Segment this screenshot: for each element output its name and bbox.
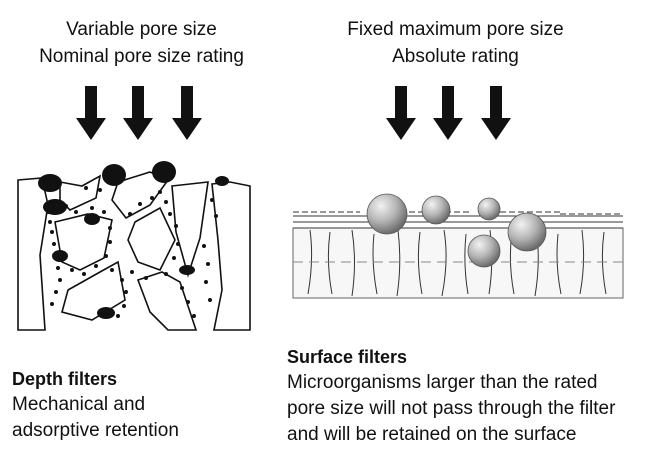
- depth-filter-caption: Depth filters Mechanical and adsorptive …: [12, 366, 282, 444]
- arrow-down-icon: [123, 86, 153, 140]
- surface-header-line1: Fixed maximum pore size: [347, 19, 564, 40]
- retained-microorganisms: [366, 193, 547, 268]
- surface-header-line2: Absolute rating: [392, 46, 519, 67]
- depth-flow-arrows: [76, 86, 202, 140]
- depth-desc-line1: Mechanical and: [12, 394, 146, 415]
- depth-header-line2: Nominal pore size rating: [39, 46, 244, 67]
- depth-filter-title: Depth filters: [12, 369, 118, 389]
- depth-header-line1: Variable pore size: [66, 19, 217, 40]
- depth-filter-header: Variable pore size Nominal pore size rat…: [0, 16, 283, 70]
- arrow-down-icon: [481, 86, 511, 140]
- arrow-down-icon: [76, 86, 106, 140]
- trapped-particles: [38, 161, 229, 319]
- adsorbed-particles: [46, 186, 218, 318]
- surface-filter-header: Fixed maximum pore size Absolute rating: [318, 16, 593, 70]
- depth-desc-line2: adsorptive retention: [12, 420, 179, 441]
- arrow-down-icon: [386, 86, 416, 140]
- surface-filter-caption: Surface filters Microorganisms larger th…: [287, 344, 647, 448]
- surface-filter-membrane: [292, 211, 624, 299]
- surface-desc-line1: Microorganisms larger than the rated: [287, 372, 598, 393]
- surface-desc-line2: pore size will not pass through the filt…: [287, 398, 616, 419]
- arrow-down-icon: [433, 86, 463, 140]
- surface-flow-arrows: [386, 86, 511, 140]
- surface-desc-line3: and will be retained on the surface: [287, 424, 577, 445]
- surface-filter-title: Surface filters: [287, 347, 408, 367]
- depth-filter-matrix: [17, 171, 251, 331]
- arrow-down-icon: [172, 86, 202, 140]
